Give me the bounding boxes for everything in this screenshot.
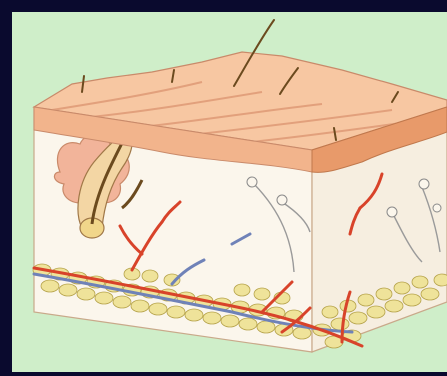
illustration-panel [12,12,447,372]
skin-cross-section-illustration [12,12,447,372]
